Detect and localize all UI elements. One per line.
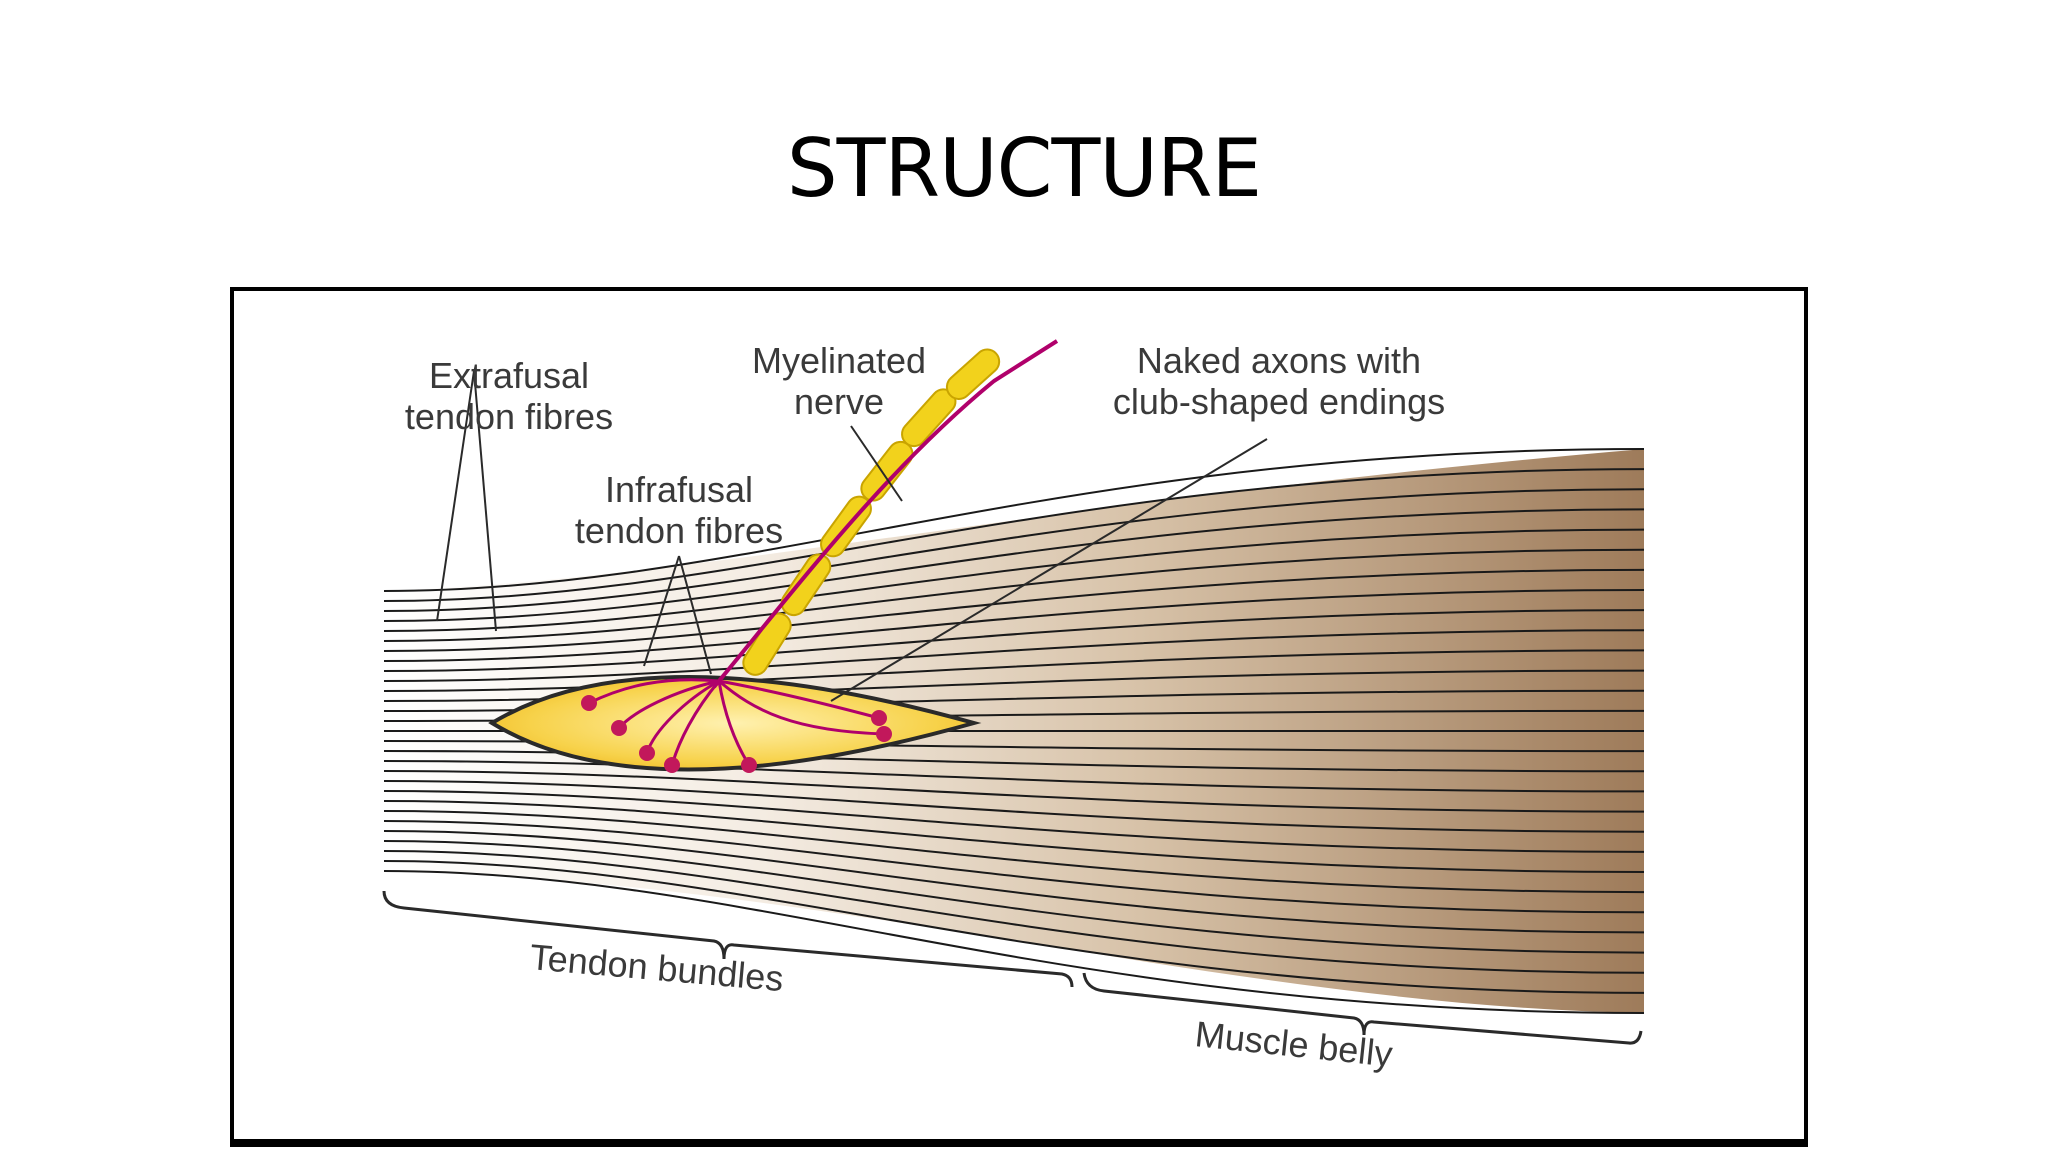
slide-title: STRUCTURE bbox=[786, 122, 1262, 215]
label-naked-axons-line1: Naked axons with bbox=[1137, 340, 1421, 381]
label-infrafusal-line1: Infrafusal bbox=[605, 469, 753, 510]
label-extrafusal-line2: tendon fibres bbox=[405, 396, 613, 437]
fibre-line bbox=[383, 800, 1645, 873]
golgi-tendon-organ-figure: Extrafusal tendon fibres Infrafusal tend… bbox=[230, 287, 1808, 1147]
fibre-line bbox=[383, 780, 1645, 833]
club-ending bbox=[639, 745, 655, 761]
leader-naked-axons bbox=[830, 438, 1268, 702]
club-ending bbox=[664, 757, 680, 773]
fibre-line bbox=[383, 750, 1645, 773]
fibre-line bbox=[383, 448, 1645, 592]
fibre-line bbox=[383, 770, 1645, 813]
nerve-axon bbox=[712, 339, 1059, 689]
fibre-line bbox=[383, 850, 1645, 974]
club-ending bbox=[871, 710, 887, 726]
fibre-line bbox=[383, 810, 1645, 894]
label-myelinated-line1: Myelinated bbox=[752, 340, 926, 381]
leader-myelinated bbox=[850, 425, 903, 502]
muscle-belly-bracket bbox=[1082, 972, 1643, 1045]
myelin-segment bbox=[780, 553, 832, 617]
club-ending bbox=[876, 726, 892, 742]
fibre-line bbox=[383, 589, 1645, 662]
label-muscle-belly: Muscle belly bbox=[1193, 1013, 1394, 1074]
fibre-line bbox=[383, 548, 1645, 642]
fibre-line bbox=[383, 649, 1645, 692]
club-shaped-endings bbox=[581, 695, 892, 773]
fibre-line bbox=[383, 508, 1645, 622]
fibre-line bbox=[383, 790, 1645, 853]
myelinated-nerve bbox=[712, 339, 1059, 689]
label-extrafusal-line1: Extrafusal bbox=[429, 355, 589, 396]
fibre-line bbox=[383, 820, 1645, 914]
leader-lines bbox=[436, 370, 1268, 702]
label-infrafusal-line2: tendon fibres bbox=[575, 510, 783, 551]
leader-infrafusal-1 bbox=[643, 555, 680, 667]
label-naked-axons-line2: club-shaped endings bbox=[1113, 381, 1445, 422]
fibre-line bbox=[383, 870, 1645, 1014]
label-myelinated-line2: nerve bbox=[794, 381, 884, 422]
fibre-line bbox=[383, 629, 1645, 682]
tendon-organ-capsule bbox=[488, 675, 982, 772]
leader-extrafusal-1 bbox=[436, 370, 475, 622]
club-ending bbox=[741, 757, 757, 773]
club-ending bbox=[611, 720, 627, 736]
leader-infrafusal-2 bbox=[678, 555, 712, 675]
leader-extrafusal-2 bbox=[473, 370, 497, 632]
fibre-line bbox=[383, 760, 1645, 793]
myelin-segment bbox=[945, 348, 1001, 400]
fibre-line bbox=[383, 568, 1645, 652]
fibre-line bbox=[383, 840, 1645, 954]
fibre-line bbox=[383, 468, 1645, 602]
fibre-line bbox=[383, 830, 1645, 934]
club-ending bbox=[581, 695, 597, 711]
fibre-line bbox=[383, 528, 1645, 632]
fibre-line bbox=[383, 488, 1645, 612]
diagram-canvas: Extrafusal tendon fibres Infrafusal tend… bbox=[382, 339, 1645, 1075]
fibre-line bbox=[383, 860, 1645, 994]
brackets bbox=[382, 890, 1643, 1045]
tendon-bundles-bracket bbox=[382, 890, 1074, 988]
